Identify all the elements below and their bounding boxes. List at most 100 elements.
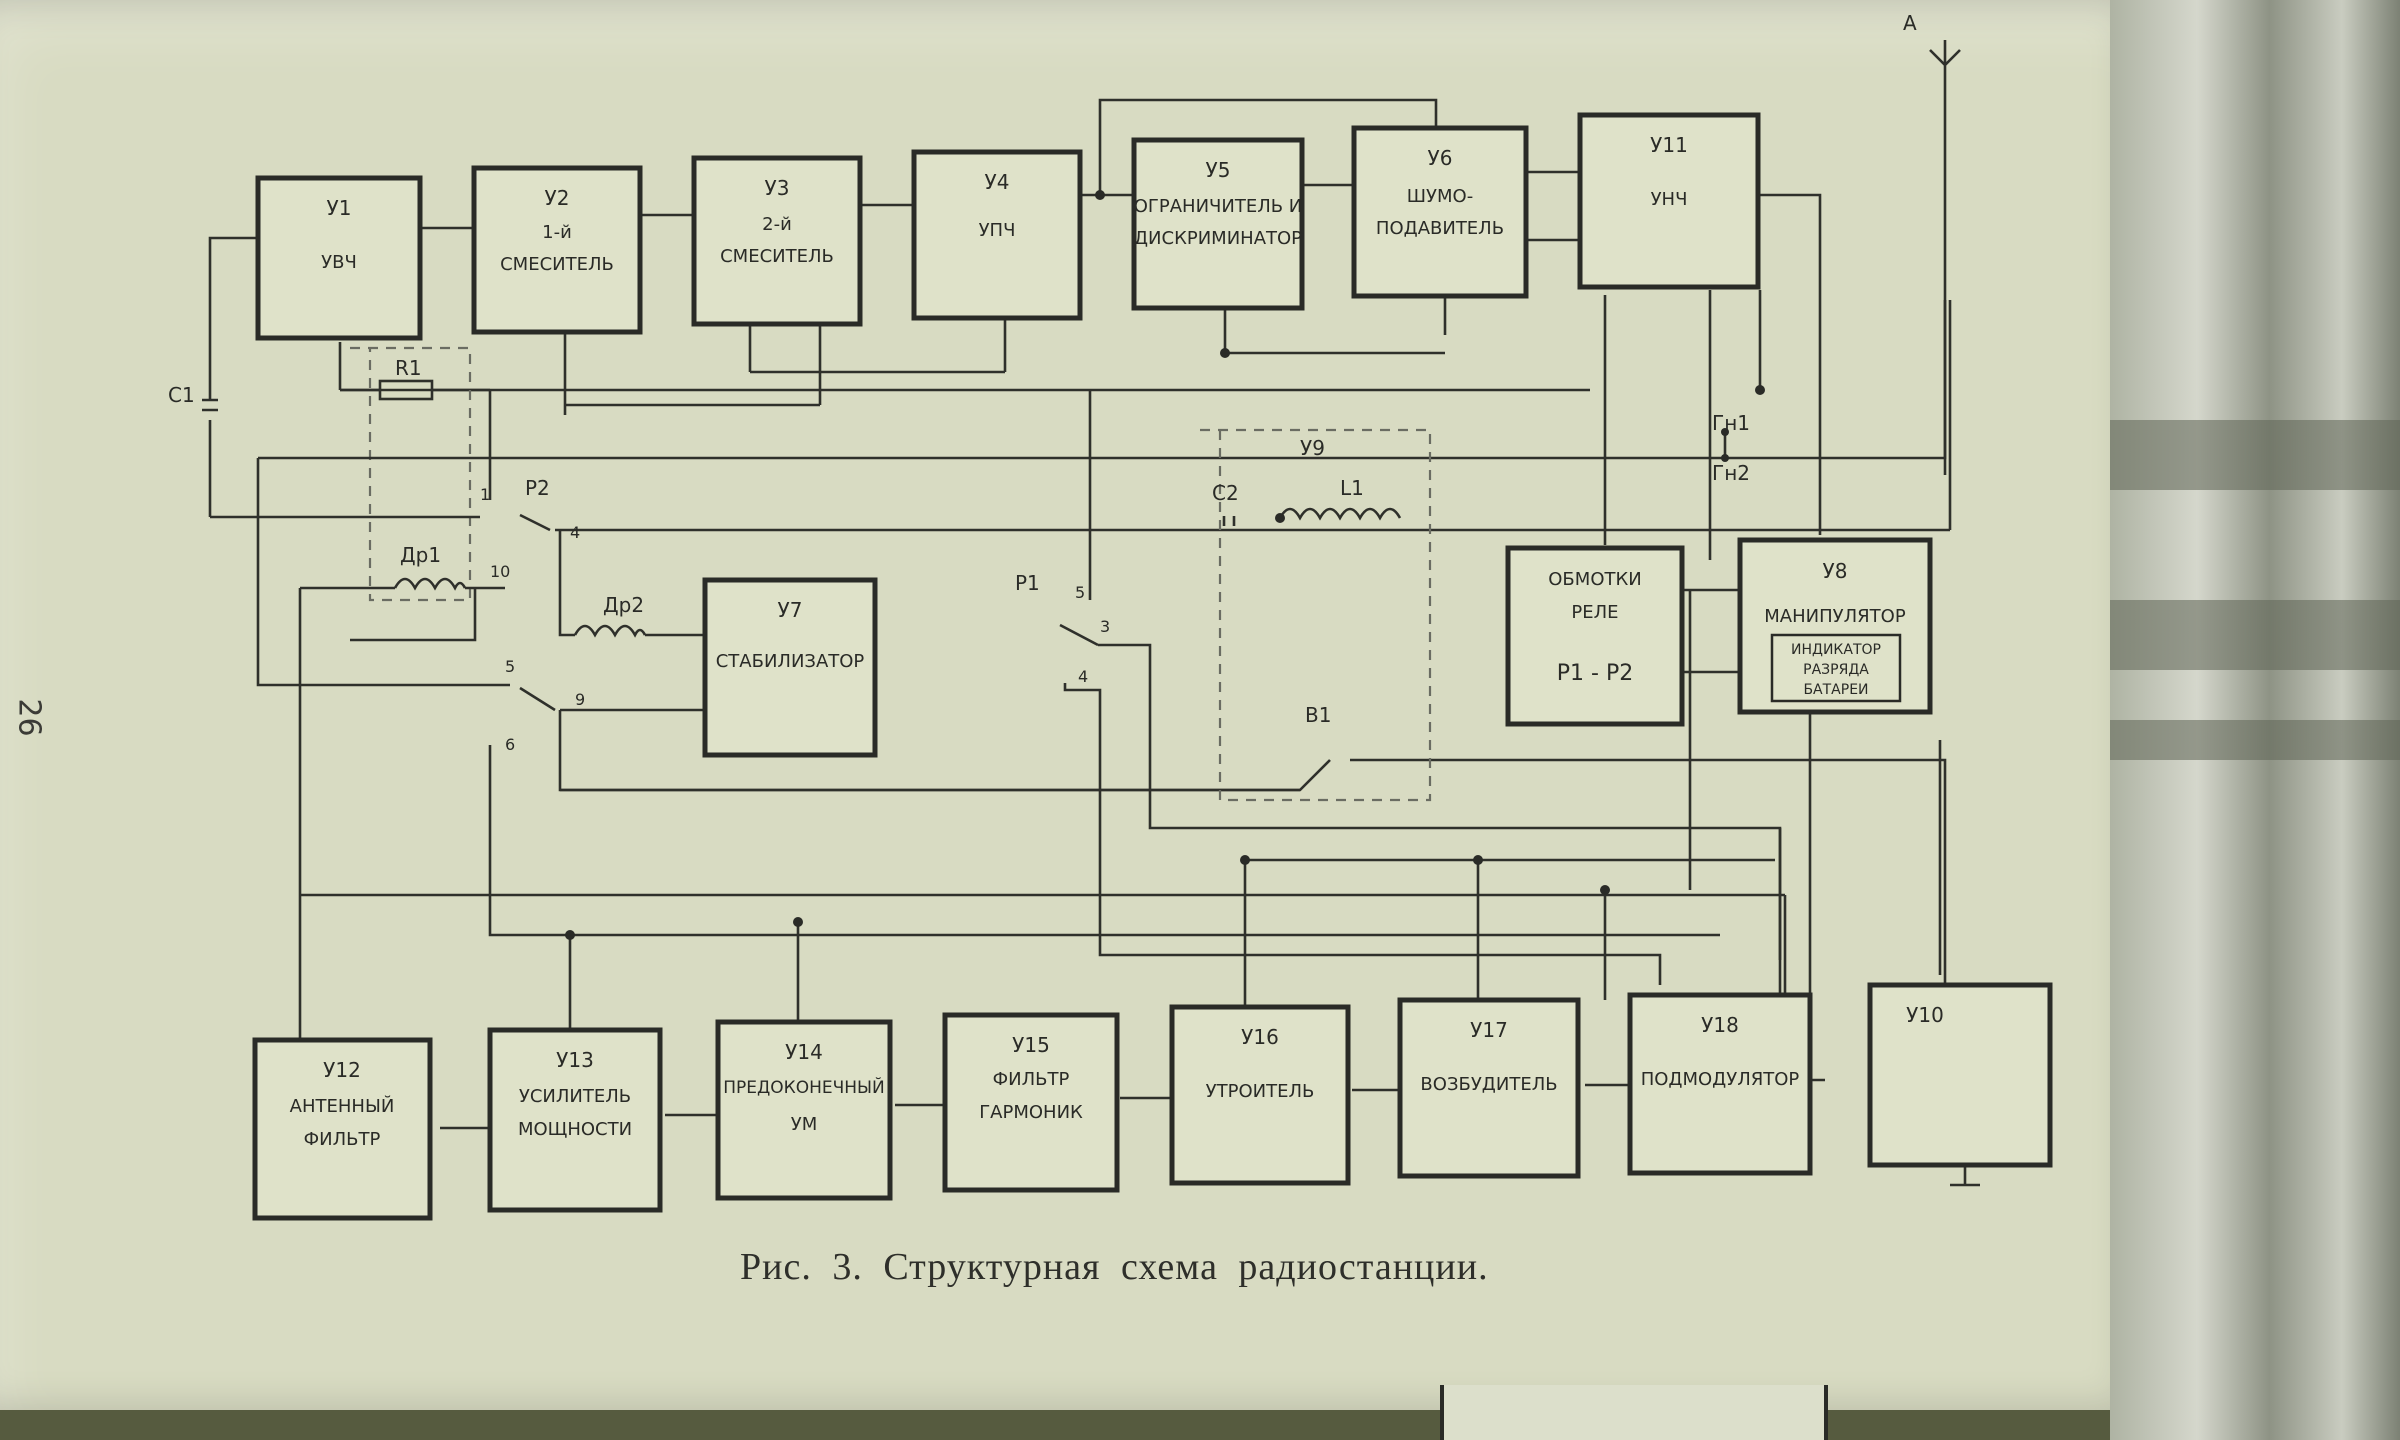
block-u6: У6 ШУМО- ПОДАВИТЕЛЬ: [1351, 125, 1529, 299]
block-u2: У2 1-й СМЕСИТЕЛЬ: [471, 165, 643, 335]
block-diagram: У1 УВЧ У2 1-й СМЕСИТЕЛЬ У3 2-й СМЕСИТЕЛЬ…: [168, 11, 2053, 1221]
wire-p2-pin4-c2: [519, 300, 1952, 532]
block-u6-id: У6: [1428, 146, 1453, 170]
u9-label: У9: [1300, 436, 1325, 460]
junction-dot: [1600, 885, 1610, 895]
block-u4: У4 УПЧ: [911, 149, 1083, 321]
block-u15-line1: ФИЛЬТР: [993, 1069, 1070, 1090]
block-u2-line2: СМЕСИТЕЛЬ: [500, 254, 614, 275]
wire-p1-pin4: [1063, 683, 1662, 985]
junction-dot: [793, 917, 803, 927]
capacitor-c1-plates: [202, 398, 218, 412]
page-fold-shadow: [2110, 720, 2400, 760]
block-u3-line2: СМЕСИТЕЛЬ: [720, 246, 834, 267]
block-u5-line1: ОГРАНИЧИТЕЛЬ И: [1134, 196, 1303, 217]
capacitor-c2-plates: [1222, 516, 1236, 526]
block-u14: У14 ПРЕДОКОНЕЧНЫЙ УМ: [715, 1019, 893, 1201]
block-u7: У7 СТАБИЛИЗАТОР: [702, 577, 878, 758]
p2-pin4-label: 4: [570, 523, 580, 542]
block-u11-id: У11: [1650, 133, 1688, 157]
antenna-symbol: [1929, 40, 1961, 475]
block-u17-line1: ВОЗБУДИТЕЛЬ: [1420, 1074, 1557, 1095]
p1-label: Р1: [1015, 571, 1040, 595]
block-u3-line1: 2-й: [762, 214, 792, 235]
block-u8-sub3: БАТАРЕИ: [1803, 682, 1868, 698]
c1-label: С1: [168, 383, 195, 407]
wire-taps-u13-u14: [568, 922, 800, 1030]
block-relay-line1: ОБМОТКИ: [1548, 569, 1641, 590]
junction-dot: [1275, 513, 1285, 523]
block-u13-line2: МОЩНОСТИ: [518, 1119, 632, 1140]
b1-label: В1: [1305, 703, 1331, 727]
block-u16-id: У16: [1241, 1025, 1279, 1049]
wire-u18-feeds: [1778, 828, 1787, 1005]
block-u8-id: У8: [1823, 559, 1848, 583]
block-u17-id: У17: [1470, 1018, 1508, 1042]
antenna-label: А: [1903, 11, 1917, 35]
block-u5-line2: ДИСКРИМИНАТОР: [1134, 228, 1302, 249]
wire-p2-lower: [519, 686, 1300, 792]
c2-label: С2: [1212, 481, 1239, 505]
wire-taps-joins: [565, 351, 1445, 407]
wire-taps-top: [563, 290, 1762, 415]
jack-gn2: [1721, 454, 1729, 462]
block-u16: У16 УТРОИТЕЛЬ: [1169, 1004, 1351, 1186]
wire-loop-u4-u6: [1098, 98, 1438, 195]
p2-label: Р2: [525, 476, 550, 500]
p2-pin1-label: 1: [480, 485, 490, 504]
wire-dr1: [298, 586, 505, 1040]
block-u11-line1: УНЧ: [1651, 189, 1688, 210]
page-fold-shadow: [2110, 420, 2400, 490]
block-u18-id: У18: [1701, 1013, 1739, 1037]
block-u15-line2: ГАРМОНИК: [979, 1102, 1083, 1123]
page-fold-shadow: [2110, 600, 2400, 670]
junction-dot: [1755, 385, 1765, 395]
block-u8-sub2: РАЗРЯДА: [1803, 662, 1869, 678]
block-u2-line1: 1-й: [542, 222, 572, 243]
block-u12-line1: АНТЕННЫЙ: [290, 1095, 395, 1117]
l1-label: L1: [1340, 476, 1364, 500]
block-u8-line1: МАНИПУЛЯТОР: [1764, 606, 1906, 627]
block-u12-id: У12: [323, 1058, 361, 1082]
wire-u6-u11: [1526, 170, 1580, 242]
gn1-label: Гн1: [1712, 411, 1750, 435]
block-u14-line1: ПРЕДОКОНЕЧНЫЙ: [723, 1076, 885, 1098]
battery-indicator-frame: [1770, 633, 1902, 703]
block-u15-id: У15: [1012, 1033, 1050, 1057]
block-u6-line1: ШУМО-: [1407, 186, 1473, 207]
block-u8-sub1: ИНДИКАТОР: [1791, 642, 1881, 658]
block-u18: У18 ПОДМОДУЛЯТОР: [1627, 992, 1813, 1176]
wires: [202, 40, 1982, 1187]
wire-dr2: [558, 530, 705, 637]
block-u6-line2: ПОДАВИТЕЛЬ: [1376, 218, 1504, 239]
block-u13-line1: УСИЛИТЕЛЬ: [519, 1086, 631, 1107]
next-page-fragment: [1440, 1385, 1828, 1440]
junction-dot: [1095, 190, 1105, 200]
block-u11: У11 УНЧ: [1577, 112, 1761, 290]
r1-label: R1: [395, 356, 422, 380]
p2-pin5-label: 5: [505, 657, 515, 676]
dashed-u9-group: [1200, 428, 1432, 802]
p2-pin6-label: 6: [505, 735, 515, 754]
block-u12-line2: ФИЛЬТР: [304, 1129, 381, 1150]
inductor-l1: [1278, 507, 1402, 521]
figure-caption: Рис. 3. Структурная схема радиостанции.: [740, 1246, 1489, 1288]
block-u3-id: У3: [765, 176, 790, 200]
block-u2-id: У2: [545, 186, 570, 210]
wire-bus-lower: [300, 858, 1785, 897]
inductor-dr2: [573, 624, 647, 638]
block-u10: У10: [1867, 982, 2053, 1168]
block-u17: У17 ВОЗБУДИТЕЛЬ: [1397, 997, 1581, 1179]
gn2-label: Гн2: [1712, 461, 1750, 485]
resistor-r1: [378, 379, 434, 401]
block-u3: У3 2-й СМЕСИТЕЛЬ: [691, 155, 863, 327]
dashed-r1-dr1-group: [350, 346, 472, 602]
block-relay-line2: РЕЛЕ: [1571, 602, 1618, 623]
junction-dot: [1473, 855, 1483, 865]
block-u5: У5 ОГРАНИЧИТЕЛЬ И ДИСКРИМИНАТОР: [1131, 137, 1305, 311]
wire-bus-top: [338, 342, 1590, 392]
component-labels: А С1 R1 С2 L1 У9 Р2 Р1 Др1 Др2 Гн1 Гн2 В…: [168, 11, 1917, 754]
wire-c1-u1: [208, 236, 258, 517]
block-u8: У8 МАНИПУЛЯТОР ИНДИКАТОР РАЗРЯДА БАТАРЕИ: [1737, 537, 1933, 715]
wire-gn: [1725, 300, 1947, 460]
